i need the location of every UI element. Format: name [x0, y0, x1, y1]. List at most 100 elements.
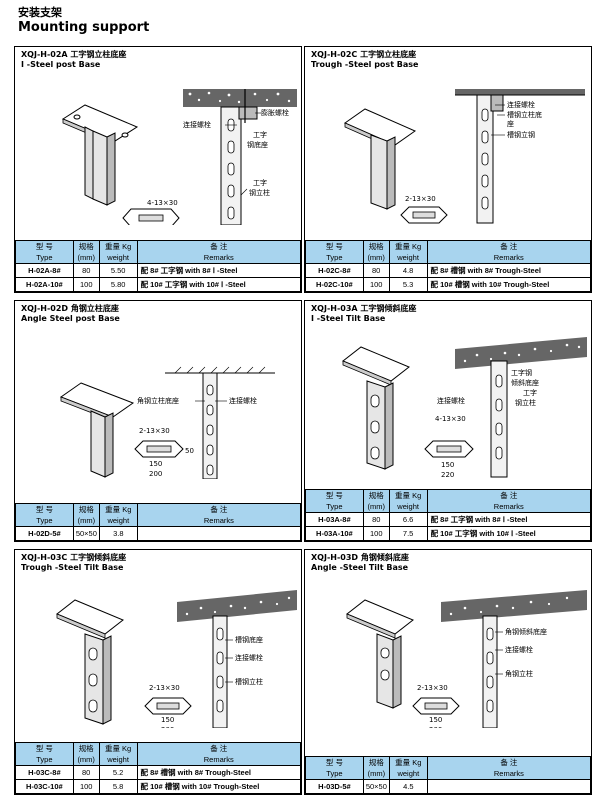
table-row: H-03D-5# 50×50 4.5 — [305, 779, 591, 794]
label-i-steel-2: 工字 — [253, 178, 267, 187]
panel-title: XQJ-H-03C 工字钢倾斜底座 Trough -Steel Tilt Bas… — [21, 553, 126, 573]
trough-steel-post-base-drawing: 连接螺栓 槽钢立柱底 座 槽钢立钢 2-13×30 150 — [343, 89, 585, 224]
panel-title-cn: XQJ-H-02C 工字钢立柱底座 — [311, 50, 417, 59]
col-spec: 规格(mm) — [362, 489, 390, 513]
label-holes: 4-13×30 — [435, 415, 466, 423]
panel-title-en: Trough -Steel Tilt Base — [21, 563, 124, 572]
label-angle-base: 角钢立柱底座 — [137, 396, 179, 405]
panel-title-cn: XQJ-H-03A 工字钢倾斜底座 — [311, 304, 417, 313]
label-i-steel-2: 工字 — [523, 388, 537, 397]
page-header: 安装支架 Mounting support — [18, 6, 149, 36]
product-panel-03d: XQJ-H-03D 角钢倾斜底座 Angle -Steel Tilt Base … — [304, 549, 592, 795]
col-spec: 规格(mm) — [362, 240, 390, 264]
label-connecting-bolt: 连接螺栓 — [507, 100, 535, 109]
panel-title-en: Ⅰ -Steel Tilt Base — [311, 314, 386, 323]
label-dim-220: 220 — [441, 471, 454, 479]
label-holes: 2-13×30 — [149, 684, 180, 692]
label-connecting-bolt: 连接螺栓 — [183, 120, 211, 129]
label-holes: 4-13×30 — [147, 199, 178, 207]
label-dim-200: 200 — [161, 726, 174, 728]
label-i-steel-post: 钢立柱 — [249, 188, 270, 197]
label-holes: 2-13×30 — [405, 195, 436, 203]
label-trough-base: 槽钢立柱底 — [507, 110, 542, 119]
label-expansion-bolt: 膨胀螺栓 — [261, 108, 289, 117]
angle-steel-tilt-base-drawing: 角钢倾斜底座 连接螺栓 角钢立柱 2-13×30 150 200 — [346, 590, 587, 728]
col-spec: 规格(mm) — [72, 503, 100, 527]
i-steel-tilt-base-drawing: 工字钢 倾斜底座 连接螺栓 工字 钢立柱 4-13×30 150 220 — [342, 337, 587, 479]
label-i-steel-1: 工字 — [253, 130, 267, 139]
label-trough-post: 槽钢立钢 — [507, 130, 535, 139]
label-dim-50: 50 — [185, 447, 194, 455]
table-row: H-03A-10# 100 7.5 配 10# 工字钢 with 10# Ⅰ -… — [305, 526, 591, 541]
label-connecting-bolt: 连接螺栓 — [505, 645, 533, 654]
product-panel-03c: XQJ-H-03C 工字钢倾斜底座 Trough -Steel Tilt Bas… — [14, 549, 302, 795]
label-trough-post: 槽钢立柱 — [235, 677, 263, 686]
panel-title: XQJ-H-02A 工字钢立柱底座 Ⅰ -Steel post Base — [21, 50, 126, 70]
label-holes: 2-13×30 — [139, 427, 170, 435]
table-row: H-03A-8# 80 6.6 配 8# 工字钢 with 8# Ⅰ -Stee… — [305, 512, 591, 527]
label-dim-150: 150 — [161, 716, 174, 724]
panel-title: XQJ-H-02C 工字钢立柱底座 Trough -Steel post Bas… — [311, 50, 418, 70]
panel-title-en: Angle -Steel Tilt Base — [311, 563, 409, 572]
angle-steel-post-base-drawing: 角钢立柱底座 连接螺栓 2-13×30 50 150 200 — [59, 366, 275, 479]
label-dim-200: 200 — [429, 726, 442, 728]
label-dim-200: 200 — [149, 470, 162, 478]
label-tilt-base: 倾斜底座 — [511, 378, 539, 387]
label-seat: 座 — [507, 119, 514, 128]
trough-steel-tilt-base-drawing: 槽钢底座 连接螺栓 槽钢立柱 2-13×30 150 200 — [56, 590, 297, 728]
panel-title-cn: XQJ-H-02D 角钢立柱底座 — [21, 304, 119, 313]
label-connecting-bolt: 连接螺栓 — [229, 396, 257, 405]
panel-title-cn: XQJ-H-03D 角钢倾斜底座 — [311, 553, 409, 562]
label-angle-post: 角钢立柱 — [505, 669, 533, 678]
panel-title: XQJ-H-03D 角钢倾斜底座 Angle -Steel Tilt Base — [311, 553, 409, 573]
panel-title-cn: XQJ-H-02A 工字钢立柱底座 — [21, 50, 127, 59]
table-row: H-03C-8# 80 5.2 配 8# 槽钢 with 8# Trough-S… — [15, 765, 301, 780]
product-panel-02c: XQJ-H-02C 工字钢立柱底座 Trough -Steel post Bas… — [304, 46, 592, 293]
label-angle-tilt-base: 角钢倾斜底座 — [505, 627, 547, 636]
label-connecting-bolt: 连接螺栓 — [437, 396, 465, 405]
table-row: H-02A-8# 80 5.50 配 8# 工字钢 with 8# Ⅰ -Ste… — [15, 263, 301, 278]
label-trough-base: 槽钢底座 — [235, 635, 263, 644]
table-row: H-02D-5# 50×50 3.8 — [15, 526, 301, 541]
product-panel-02a: XQJ-H-02A 工字钢立柱底座 Ⅰ -Steel post Base 膨胀螺… — [14, 46, 302, 293]
panel-title: XQJ-H-03A 工字钢倾斜底座 Ⅰ -Steel Tilt Base — [311, 304, 416, 324]
panel-title: XQJ-H-02D 角钢立柱底座 Angle Steel post Base — [21, 304, 120, 324]
col-spec: 规格(mm) — [72, 240, 100, 264]
page-title-en: Mounting support — [18, 20, 150, 35]
product-panel-02d: XQJ-H-02D 角钢立柱底座 Angle Steel post Base 角… — [14, 300, 302, 542]
product-panel-03a: XQJ-H-03A 工字钢倾斜底座 Ⅰ -Steel Tilt Base 工字钢… — [304, 300, 592, 542]
i-steel-post-base-drawing: 膨胀螺栓 连接螺栓 工字 钢底座 工字 钢立柱 4-13×30 150 — [61, 89, 297, 225]
table-row: H-02C-10# 100 5.3 配 10# 槽钢 with 10# Trou… — [305, 277, 591, 292]
page-title-cn: 安装支架 — [18, 6, 62, 19]
label-i-steel: 工字钢 — [511, 368, 532, 377]
label-dim-150: 150 — [429, 716, 442, 724]
label-i-steel-post: 钢立柱 — [515, 398, 536, 407]
panel-title-cn: XQJ-H-03C 工字钢倾斜底座 — [21, 553, 127, 562]
label-dim-150: 150 — [149, 460, 162, 468]
panel-title-en: Angle Steel post Base — [21, 314, 120, 323]
label-dim-150: 150 — [441, 461, 454, 469]
label-connecting-bolt: 连接螺栓 — [235, 653, 263, 662]
col-spec: 规格(mm) — [362, 756, 390, 780]
concrete-slab — [183, 89, 297, 107]
